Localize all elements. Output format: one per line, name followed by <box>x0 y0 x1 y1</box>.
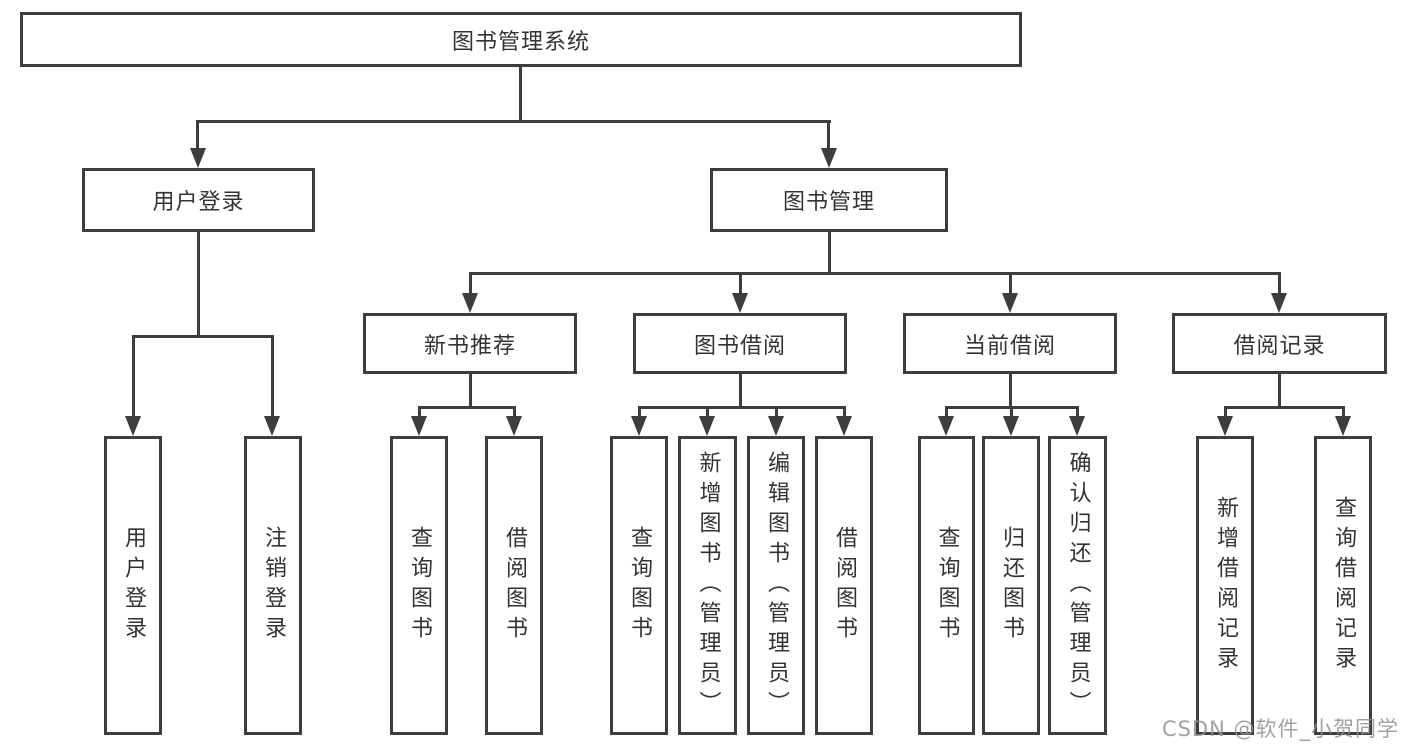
leaf-logout-login: 注销登录 <box>244 436 302 735</box>
node-new-book-recommend: 新书推荐 <box>363 313 577 374</box>
connector-bus-level2 <box>196 120 831 123</box>
connector-user-login-vline <box>197 232 200 337</box>
arrowhead-down-icon <box>506 416 522 436</box>
connector-book-management-vline <box>828 232 831 274</box>
connector-bus-level3 <box>469 272 1281 275</box>
arrowhead-down-icon <box>1217 416 1233 436</box>
node-user-login-label: 用户登录 <box>152 190 245 215</box>
arrowhead-down-icon <box>264 416 280 436</box>
node-user-login: 用户登录 <box>82 168 315 232</box>
arrowhead-down-icon <box>190 148 206 168</box>
connector-drop-bb-borrow <box>843 406 846 420</box>
arrowhead-down-icon <box>821 148 837 168</box>
connector-drop-cb-confirm <box>1076 406 1079 420</box>
leaf-rec-add-record-label: 新增借阅记录 <box>1213 495 1238 676</box>
leaf-cb-return-book: 归还图书 <box>982 436 1040 735</box>
connector-drop-book-borrow <box>739 272 742 295</box>
leaf-cb-confirm-return-admin: 确认归还（管理员） <box>1048 436 1107 735</box>
arrowhead-down-icon <box>836 416 852 436</box>
leaf-bb-add-book-admin: 新增图书（管理员） <box>678 436 737 735</box>
connector-bus-borrow-records <box>1224 406 1345 409</box>
node-root-label: 图书管理系统 <box>451 29 590 55</box>
leaf-user-login: 用户登录 <box>104 436 162 735</box>
leaf-bb-borrow-book: 借阅图书 <box>815 436 873 735</box>
arrowhead-down-icon <box>732 293 748 313</box>
connector-new-book-vline <box>469 374 472 408</box>
node-new-book-recommend-label: 新书推荐 <box>423 333 516 359</box>
arrowhead-down-icon <box>1335 416 1351 436</box>
leaf-nb-borrow-book: 借阅图书 <box>485 436 543 735</box>
leaf-cb-query-book: 查询图书 <box>918 436 975 735</box>
arrowhead-down-icon <box>1069 416 1085 436</box>
connector-drop-rec-add <box>1224 406 1227 420</box>
node-book-management-label: 图书管理 <box>782 190 875 215</box>
leaf-cb-confirm-return-admin-label: 确认归还（管理员） <box>1065 450 1091 721</box>
arrowhead-down-icon <box>938 416 954 436</box>
leaf-nb-query-book: 查询图书 <box>390 436 448 735</box>
node-borrow-records-label: 借阅记录 <box>1233 333 1326 359</box>
leaf-rec-query-record-label: 查询借阅记录 <box>1331 495 1356 676</box>
connector-drop-cb-return <box>1010 406 1013 420</box>
leaf-nb-query-book-label: 查询图书 <box>407 525 432 646</box>
connector-drop-new-book <box>469 272 472 295</box>
arrowhead-down-icon <box>462 293 478 313</box>
connector-drop-bb-add <box>706 406 709 420</box>
leaf-nb-borrow-book-label: 借阅图书 <box>502 525 527 646</box>
leaf-bb-add-book-admin-label: 新增图书（管理员） <box>695 450 721 721</box>
connector-bus-book-borrow <box>638 406 846 409</box>
node-book-management: 图书管理 <box>710 168 948 232</box>
connector-borrow-records-vline <box>1278 374 1281 408</box>
leaf-user-login-label: 用户登录 <box>121 525 146 646</box>
leaf-bb-query-book-label: 查询图书 <box>627 525 652 646</box>
arrowhead-down-icon <box>411 416 427 436</box>
arrowhead-down-icon <box>768 416 784 436</box>
arrowhead-down-icon <box>1002 293 1018 313</box>
connector-drop-current-borrow <box>1009 272 1012 295</box>
node-borrow-records: 借阅记录 <box>1172 313 1387 374</box>
arrowhead-down-icon <box>1271 293 1287 313</box>
arrowhead-down-icon <box>631 416 647 436</box>
connector-root-vline <box>519 67 522 123</box>
connector-drop-bb-edit <box>775 406 778 420</box>
node-current-borrow: 当前借阅 <box>903 313 1117 374</box>
arrowhead-down-icon <box>699 416 715 436</box>
connector-book-borrow-vline <box>739 374 742 408</box>
watermark: CSDN @软件_小贺同学 <box>1161 717 1399 741</box>
connector-drop-cb-query <box>945 406 948 420</box>
connector-drop-bb-query <box>638 406 641 420</box>
connector-drop-leaf-logout <box>271 335 274 418</box>
node-book-borrow-label: 图书借阅 <box>693 333 786 359</box>
leaf-bb-edit-book-admin: 编辑图书（管理员） <box>747 436 805 735</box>
connector-bus-user-login <box>132 335 274 338</box>
node-book-borrow: 图书借阅 <box>633 313 847 374</box>
connector-drop-nb-borrow <box>513 406 516 420</box>
connector-drop-user-login <box>196 120 199 150</box>
node-current-borrow-label: 当前借阅 <box>963 333 1056 359</box>
leaf-cb-query-book-label: 查询图书 <box>934 525 960 646</box>
connector-drop-nb-query <box>418 406 421 420</box>
leaf-bb-borrow-book-label: 借阅图书 <box>832 525 857 646</box>
arrowhead-down-icon <box>1003 416 1019 436</box>
arrowhead-down-icon <box>125 416 141 436</box>
connector-drop-book-management <box>827 120 830 150</box>
connector-drop-rec-query <box>1342 406 1345 420</box>
leaf-rec-query-record: 查询借阅记录 <box>1314 436 1372 735</box>
leaf-bb-edit-book-admin-label: 编辑图书（管理员） <box>764 450 789 721</box>
leaf-rec-add-record: 新增借阅记录 <box>1196 436 1254 735</box>
leaf-logout-login-label: 注销登录 <box>261 525 286 646</box>
leaf-cb-return-book-label: 归还图书 <box>999 525 1024 646</box>
connector-drop-leaf-user-login <box>132 335 135 418</box>
connector-drop-borrow-records <box>1278 272 1281 295</box>
leaf-bb-query-book: 查询图书 <box>610 436 668 735</box>
connector-current-borrow-vline <box>1009 374 1012 408</box>
connector-bus-new-book <box>418 406 516 409</box>
node-root: 图书管理系统 <box>20 12 1022 67</box>
